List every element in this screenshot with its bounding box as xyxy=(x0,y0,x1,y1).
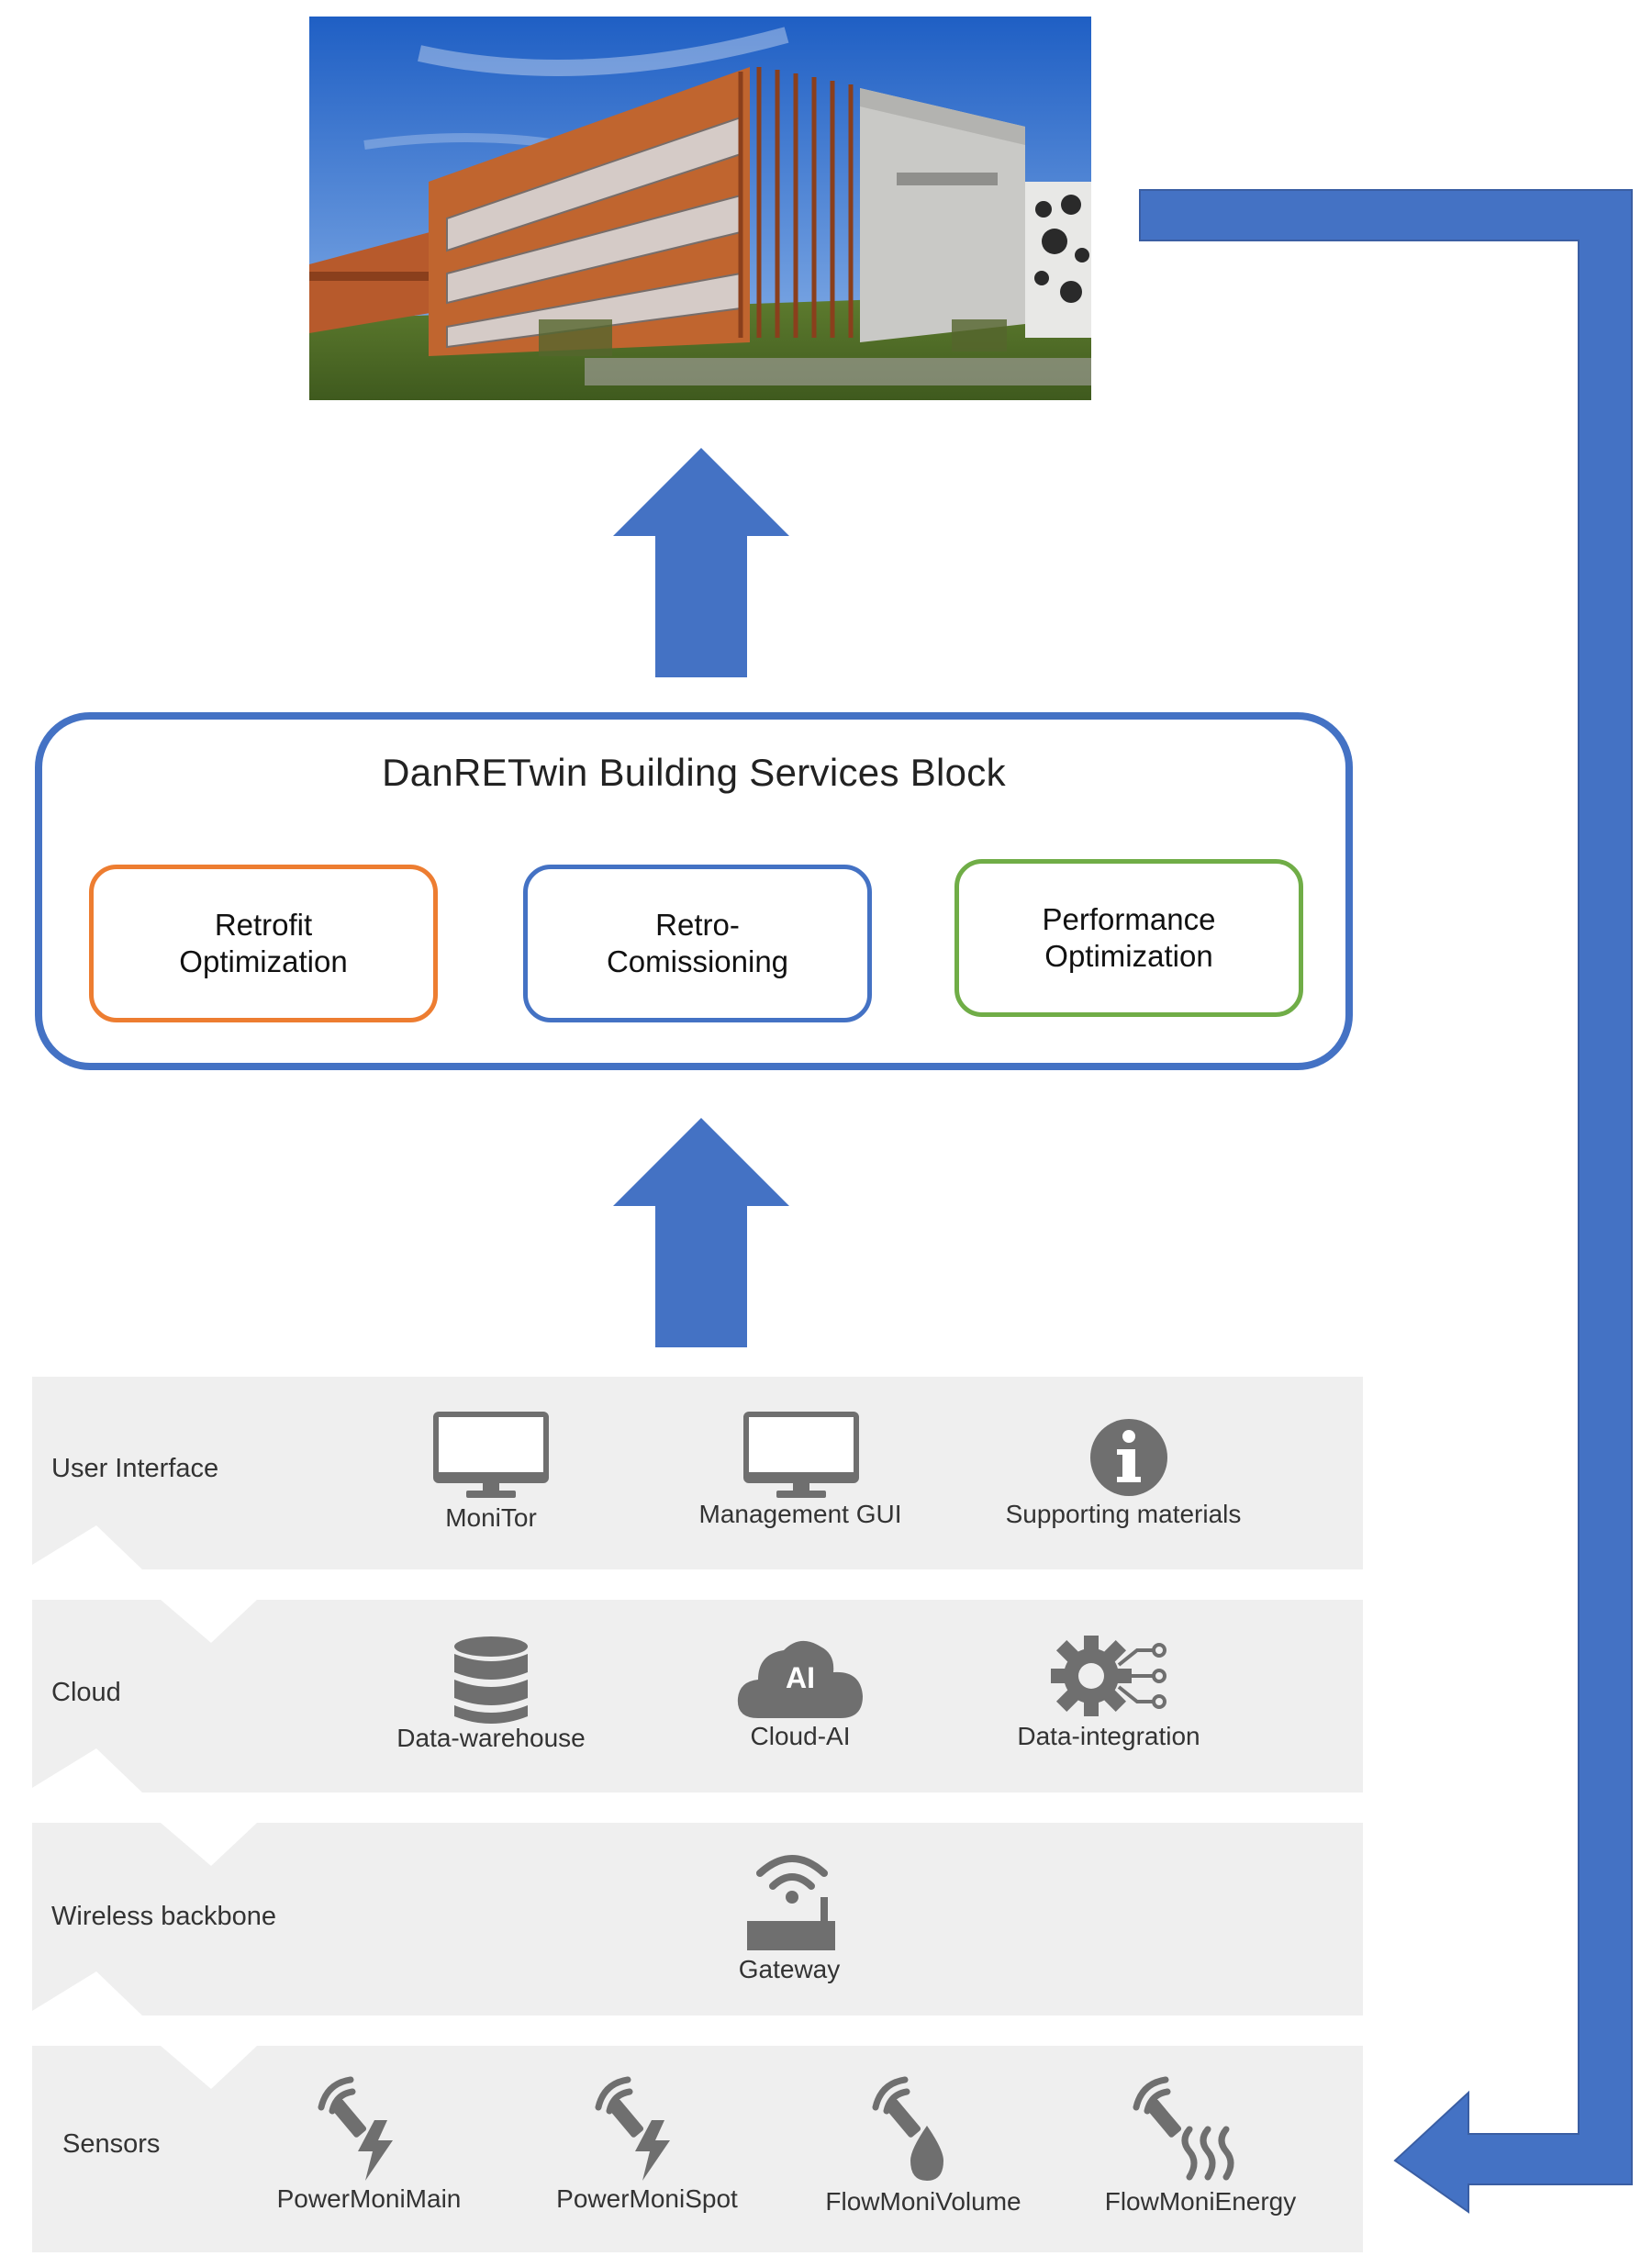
layer-cloud xyxy=(32,1600,1363,1792)
wireless-power-sensor-icon xyxy=(318,2076,393,2181)
service-retro-commissioning: Retro- Comissioning xyxy=(523,865,872,1022)
wireless-flow-sensor-icon xyxy=(872,2076,943,2181)
layer-label-sensors: Sensors xyxy=(62,2129,161,2159)
layer-sensors xyxy=(32,2046,1363,2252)
item-label-management-gui: Management GUI xyxy=(698,1500,902,1528)
item-label-data-integration: Data-integration xyxy=(1017,1722,1200,1750)
cloud-ai-text: AI xyxy=(786,1661,815,1694)
router-icon xyxy=(747,1855,835,1950)
item-label-cloud-ai: Cloud-AI xyxy=(750,1722,851,1750)
cloud-ai-icon: AI xyxy=(734,1634,866,1722)
item-label-flowmonivolume: FlowMoniVolume xyxy=(825,2187,1021,2216)
layer-label-user-interface: User Interface xyxy=(51,1454,219,1483)
monitor-icon xyxy=(743,1412,859,1498)
info-icon xyxy=(1090,1419,1167,1496)
service-performance-optimization: Performance Optimization xyxy=(954,859,1303,1017)
wireless-heat-sensor-icon xyxy=(1133,2076,1234,2181)
item-label-supporting-materials: Supporting materials xyxy=(1005,1500,1242,1528)
service-retrofit-optimization: Retrofit Optimization xyxy=(89,865,438,1022)
item-label-powermonispot: PowerMoniSpot xyxy=(556,2184,738,2213)
item-label-powermonimain: PowerMoniMain xyxy=(276,2184,462,2213)
layer-wireless-backbone xyxy=(32,1823,1363,2016)
layer-label-cloud: Cloud xyxy=(51,1678,121,1707)
building-photo xyxy=(309,17,1091,400)
monitor-icon xyxy=(433,1412,549,1498)
item-label-flowmonienergy: FlowMoniEnergy xyxy=(1104,2187,1297,2216)
wireless-power-sensor-icon xyxy=(595,2076,670,2181)
layer-label-wireless: Wireless backbone xyxy=(51,1902,276,1931)
database-icon xyxy=(454,1636,528,1724)
services-block-title: DanRETwin Building Services Block xyxy=(382,751,1006,794)
item-label-data-warehouse: Data-warehouse xyxy=(396,1724,586,1752)
item-label-monitor: MoniTor xyxy=(445,1503,537,1532)
up-arrow-bottom xyxy=(613,1118,789,1347)
gear-network-icon xyxy=(1051,1636,1166,1716)
up-arrow-top xyxy=(613,448,789,677)
item-label-gateway: Gateway xyxy=(738,1955,841,1983)
